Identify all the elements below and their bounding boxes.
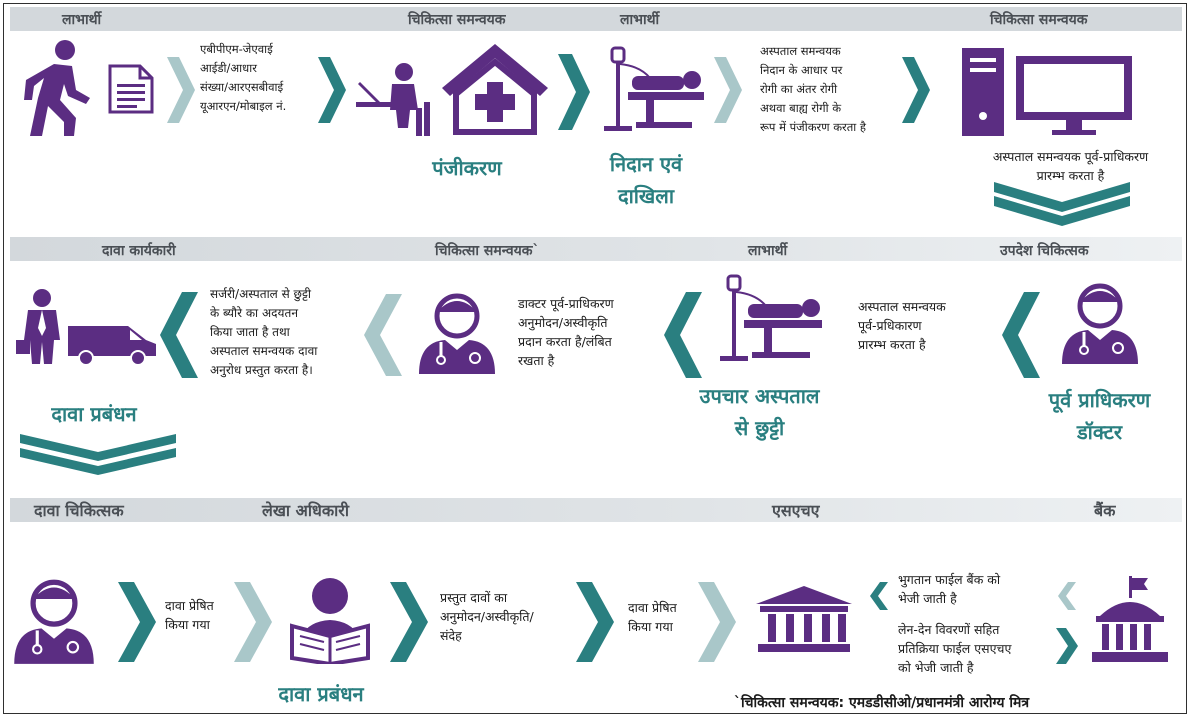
row3-header-bank: बैंक bbox=[1094, 501, 1116, 520]
chevron-right-icon bbox=[556, 52, 592, 132]
row1-header-beneficiary-2: लाभार्थी bbox=[620, 12, 660, 28]
patient-bed-icon bbox=[716, 272, 824, 364]
doctor-icon bbox=[10, 576, 98, 666]
chevron-left-icon bbox=[158, 290, 200, 380]
row3-header-sha: एसएचए bbox=[772, 501, 820, 520]
chevron-down-icon bbox=[18, 432, 178, 480]
chevron-right-icon bbox=[712, 55, 744, 125]
title-diagnosis-admission: निदान एवंदाखिला bbox=[609, 152, 683, 208]
note-payment-file: भुगतान फाईल बैंक कोभेजी जाती है bbox=[898, 572, 1001, 606]
row1-header-medical-coordinator-2: चिकित्सा समन्वयक bbox=[990, 12, 1088, 28]
desk-worker-icon bbox=[354, 58, 434, 138]
title-claim-management: दावा प्रबंधन bbox=[51, 402, 137, 426]
chevron-left-icon bbox=[868, 580, 890, 612]
row1-header-beneficiary: लाभार्थी bbox=[62, 12, 102, 28]
row3-header-claim-doctor: दावा चिकित्सक bbox=[34, 501, 124, 520]
ambulance-icon bbox=[66, 322, 158, 366]
row1-header-medical-coordinator: चिकित्सा समन्वयक bbox=[408, 12, 506, 28]
bank-building-icon bbox=[1090, 574, 1170, 666]
note-approval: प्रस्तुत दावों काअनुमोदन/अस्वीकृति/ संदे… bbox=[440, 590, 534, 643]
row2-header-medical-coordinator: चिकित्सा समन्वयक` bbox=[435, 243, 540, 259]
reading-person-icon bbox=[282, 574, 378, 664]
doctor-icon bbox=[415, 290, 499, 376]
row2-header-consulting-doctor: उपदेश चिकित्सक bbox=[1000, 243, 1089, 259]
document-icon bbox=[106, 64, 156, 114]
chevron-right-icon bbox=[900, 55, 932, 125]
title-claim-management-2: दावा प्रबंधन bbox=[278, 682, 364, 706]
chevron-right-icon bbox=[116, 580, 158, 664]
chevron-left-icon bbox=[1056, 580, 1078, 612]
bank-building-icon bbox=[754, 584, 854, 654]
computer-icon bbox=[958, 44, 1138, 139]
title-registration: पंजीकरण bbox=[432, 156, 502, 180]
footnote-medical-coordinator: `चिकित्सा समन्वयक: एमडडीसीओ/प्रधानमंत्री… bbox=[734, 695, 1030, 711]
row2-header-beneficiary: लाभार्थी bbox=[748, 243, 788, 259]
chevron-right-icon bbox=[696, 580, 738, 664]
claim-executive-icon bbox=[14, 288, 66, 368]
diagram-frame bbox=[3, 3, 1187, 714]
chevron-left-icon bbox=[662, 290, 704, 380]
chevron-right-icon bbox=[388, 580, 430, 664]
hospital-icon bbox=[440, 40, 550, 135]
row2-header-band bbox=[10, 237, 1182, 261]
chevron-right-icon bbox=[574, 580, 616, 664]
row3-header-accounts-officer: लेखा अधिकारी bbox=[262, 501, 349, 520]
chevron-right-icon bbox=[1054, 626, 1080, 666]
chevron-left-icon bbox=[362, 292, 404, 378]
chevron-right-icon bbox=[232, 580, 274, 664]
doctor-icon bbox=[1058, 280, 1142, 366]
patient-bed-icon bbox=[600, 44, 705, 134]
row3-header-band bbox=[10, 498, 1182, 522]
chevron-left-icon bbox=[1000, 290, 1042, 380]
chevron-right-icon bbox=[316, 55, 348, 125]
chevron-right-icon bbox=[165, 55, 197, 125]
row1-header-band bbox=[10, 7, 1182, 31]
chevron-down-icon bbox=[992, 180, 1132, 232]
walking-person-icon bbox=[20, 38, 95, 138]
note-discharge-update: सर्जरी/अस्पताल से छुट्टीके ब्यौरे का अदय… bbox=[210, 287, 318, 377]
row2-header-claim-executive: दावा कार्यकारी bbox=[102, 243, 176, 259]
